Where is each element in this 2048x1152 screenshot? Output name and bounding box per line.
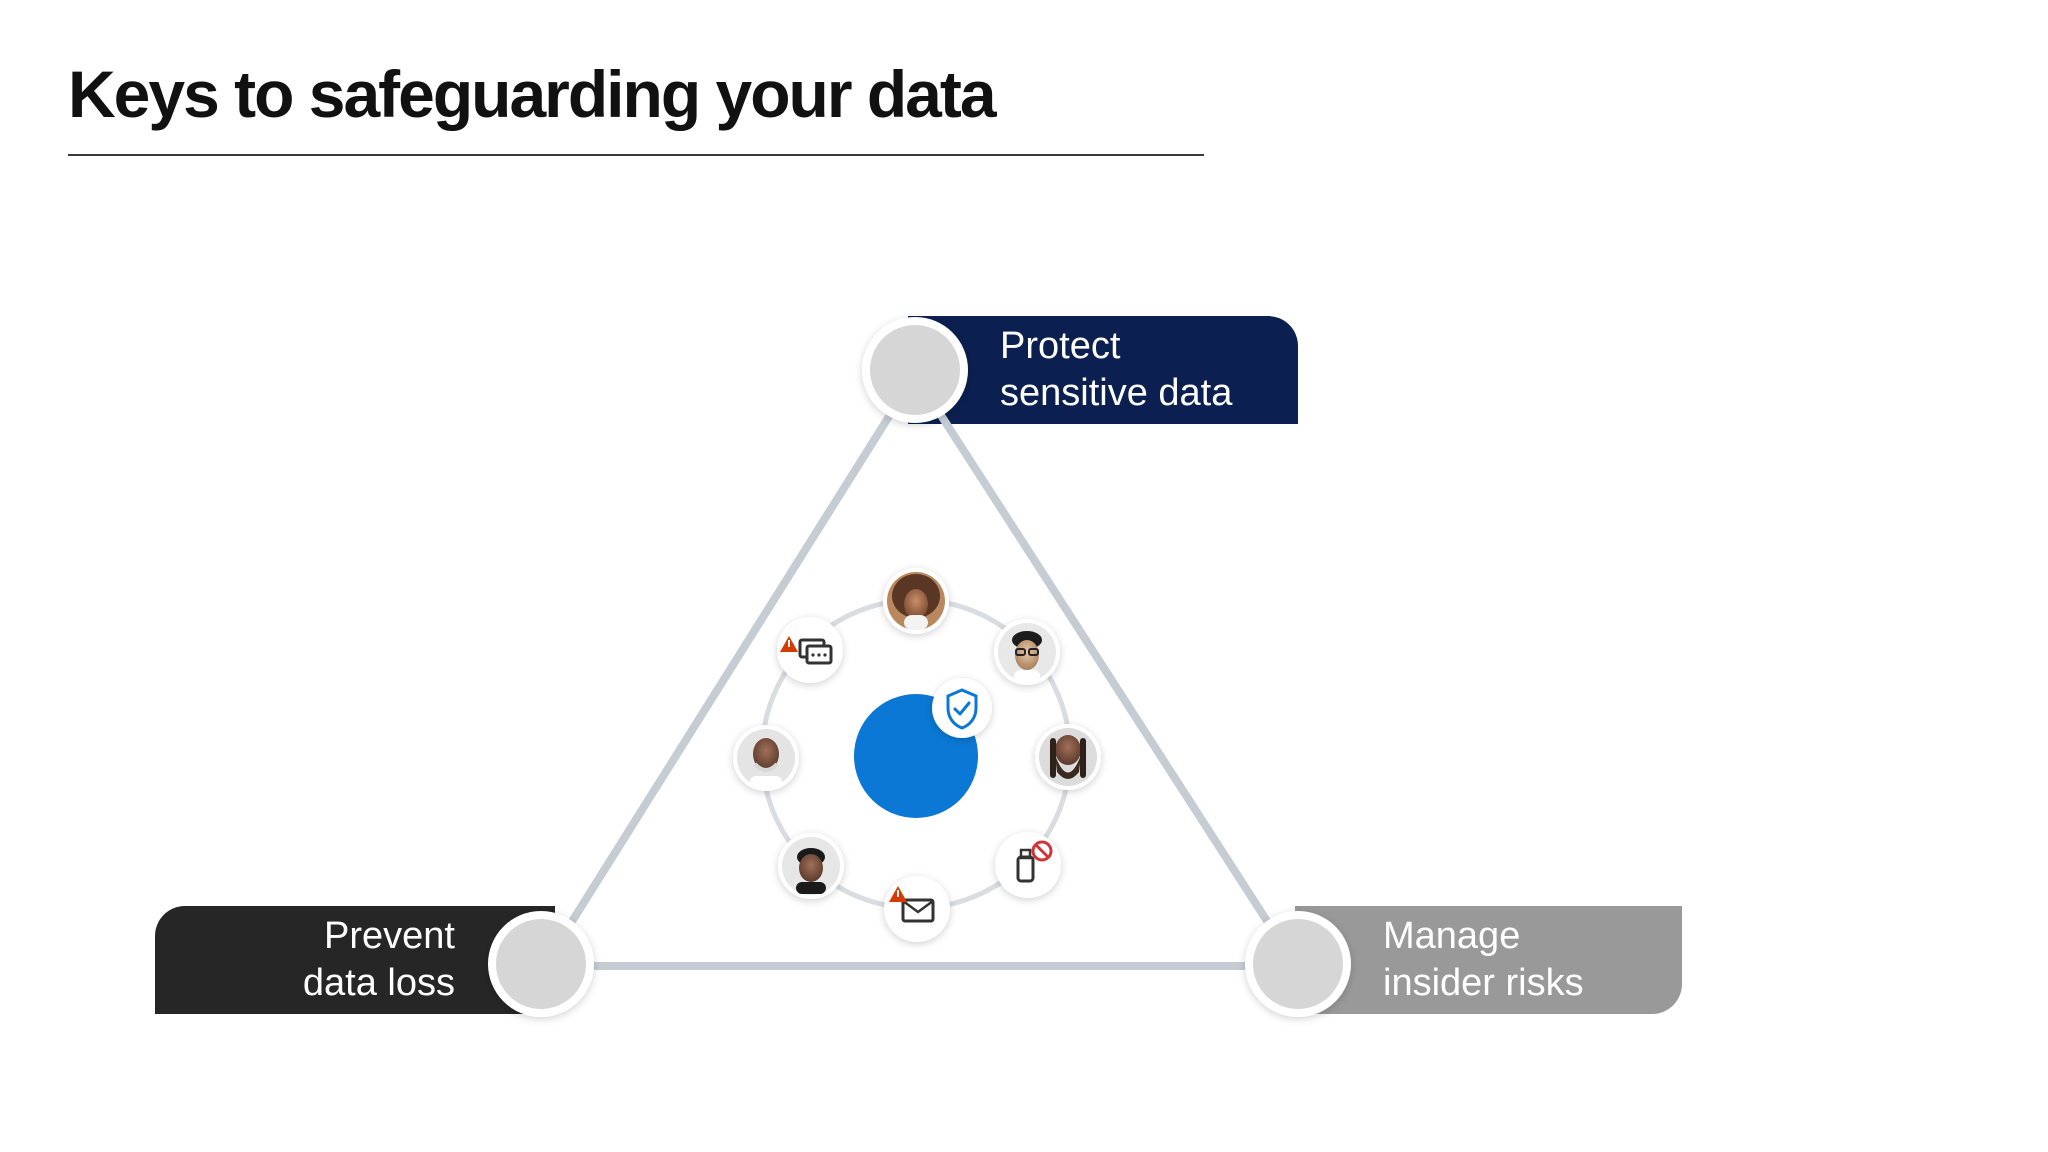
pillar-manage-line1: Manage (1383, 915, 1521, 957)
pillar-protect-line1: Protect (1000, 325, 1121, 367)
node-top (862, 317, 968, 423)
usb-drive-blocked-icon (995, 832, 1061, 898)
person-avatar-icon (733, 725, 799, 791)
pillar-protect-sensitive-data: Protect sensitive data (908, 316, 1298, 424)
pillar-manage-line2: insider risks (1383, 962, 1584, 1004)
person-avatar-icon (1035, 724, 1101, 790)
person-avatar-icon (994, 619, 1060, 685)
node-bottom-right (1245, 911, 1351, 1017)
node-bottom-left (488, 911, 594, 1017)
slide-title: Keys to safeguarding your data (68, 57, 997, 131)
person-avatar-icon (883, 568, 949, 634)
shield-check-icon (932, 678, 992, 738)
triangle-edges (540, 371, 1300, 970)
pillar-prevent-line1: Prevent (324, 915, 455, 957)
person-avatar-icon (778, 833, 844, 899)
pillar-protect-line2: sensitive data (1000, 372, 1233, 414)
chat-warning-icon (777, 617, 843, 683)
pillar-prevent-line2: data loss (302, 962, 455, 1004)
title-divider (68, 154, 1204, 156)
edge-left (540, 371, 919, 970)
email-warning-icon (884, 876, 950, 942)
edge-right (911, 371, 1300, 970)
pillar-manage-insider-risks: Manage insider risks (1295, 906, 1682, 1014)
